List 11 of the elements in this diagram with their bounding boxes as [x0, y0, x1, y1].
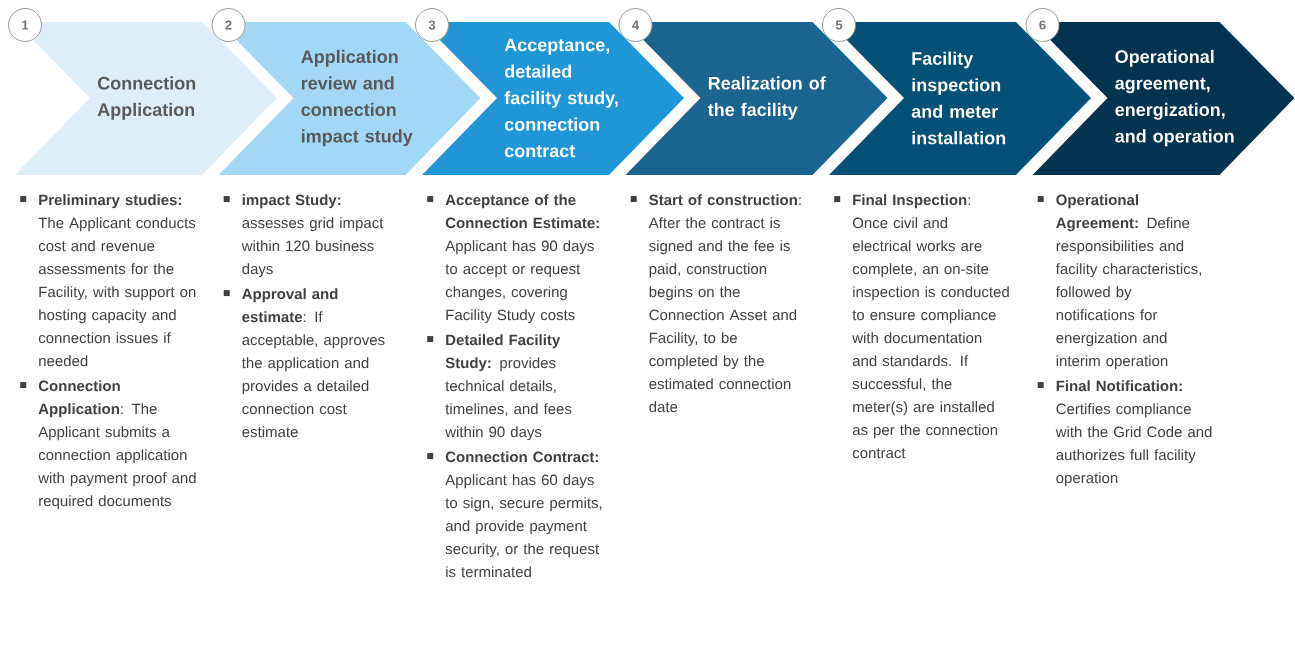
- bullet-item: Detailed Facility Study: provides technical details, timelines, and fees within 90 days: [427, 334, 572, 441]
- bullet-item: Approval and estimate: If acceptable, approves the application and provides a detailed connection cost estimate: [223, 288, 385, 438]
- bullet-item: Final Inspection: Once civil and electrical works are complete, an on-site inspection is conducted to ensure compliance with documentation and standards. If successful, the meter(s) are installed as per the connection contract: [834, 194, 1009, 459]
- bullet-item: Preliminary studies: The Applicant conducts cost and revenue assessments for the Facility, with support on hosting capacity and connection issues if needed: [20, 194, 196, 367]
- bullet-item: Final Notification: Certifies compliance with the Grid Code and authorizes full facility operation: [1037, 380, 1212, 487]
- bullet-item: Acceptance of the Connection Estimate: Applicant has 90 days to accept or request changes, covering Facility Study costs: [427, 194, 599, 324]
- bullet-item: Connection Contract: Applicant has 60 days to sign, secure permits, and provide payment security, or the request is terminated: [427, 451, 602, 578]
- bullet-item: Start of construction: After the contract is signed and the fee is paid, construction begins on the Connection Asset and Facility, to be completed by the estimated connection date: [630, 194, 801, 413]
- bullet-item: Operational Agreement: Define responsibilities and facility characteristics, followed by notifications for energization and interim operation: [1037, 194, 1202, 370]
- bullet-item: Connection Application: The Applicant submits a connection application with payment proof and required documents: [20, 380, 196, 510]
- bullet-item: impact Study: assesses grid impact within 120 business days: [223, 194, 384, 278]
